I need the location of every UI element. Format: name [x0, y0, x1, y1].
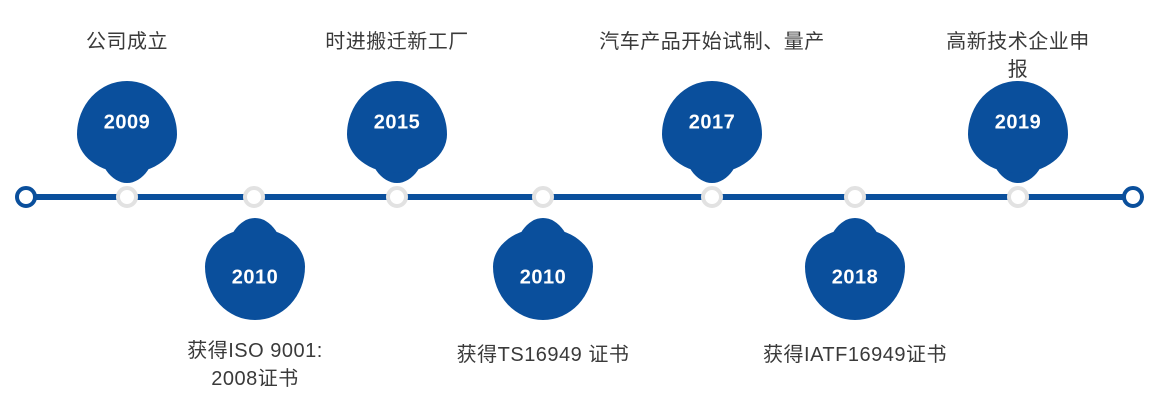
- timeline-tick-node: [243, 186, 265, 208]
- milestone-year: 2017: [688, 111, 736, 134]
- milestone-pin-above[interactable]: 2017: [662, 81, 762, 183]
- milestone-year: 2018: [831, 266, 879, 289]
- timeline-tick-node: [1007, 186, 1029, 208]
- milestone-year: 2015: [373, 111, 421, 134]
- pin-bubble: [205, 228, 305, 320]
- milestone-caption-below: 获得IATF16949证书: [763, 344, 947, 366]
- pin-bubble: [493, 228, 593, 320]
- milestone-year: 2010: [231, 266, 279, 289]
- pin-bubble: [77, 81, 177, 173]
- timeline-end-node: [1122, 186, 1144, 208]
- timeline-tick-node: [532, 186, 554, 208]
- timeline-start-node: [15, 186, 37, 208]
- timeline-axis-line: [26, 194, 1133, 200]
- milestone-caption-below: 获得TS16949 证书: [456, 344, 630, 366]
- timeline-tick-node: [844, 186, 866, 208]
- pin-bubble: [662, 81, 762, 173]
- milestone-pin-below[interactable]: 2010: [205, 218, 305, 320]
- milestone-pin-above[interactable]: 2019: [968, 81, 1068, 183]
- milestone-caption-above: 时进搬迁新工厂: [325, 31, 469, 53]
- milestone-pin-below[interactable]: 2010: [493, 218, 593, 320]
- milestone-caption-above: 公司成立: [86, 31, 168, 53]
- milestone-pin-above[interactable]: 2015: [347, 81, 447, 183]
- pin-bubble: [968, 81, 1068, 173]
- pin-bubble: [347, 81, 447, 173]
- timeline-tick-node: [386, 186, 408, 208]
- pin-bubble: [805, 228, 905, 320]
- milestone-caption-above: 高新技术企业申报: [946, 31, 1090, 81]
- milestone-pin-above[interactable]: 2009: [77, 81, 177, 183]
- milestone-pin-below[interactable]: 2018: [805, 218, 905, 320]
- milestone-year: 2019: [994, 111, 1042, 134]
- milestone-year: 2010: [519, 266, 567, 289]
- milestone-caption-above: 汽车产品开始试制、量产: [599, 31, 825, 53]
- timeline-tick-node: [701, 186, 723, 208]
- milestone-year: 2009: [103, 111, 151, 134]
- milestone-caption-below: 获得ISO 9001: 2008证书: [187, 340, 323, 390]
- timeline-tick-node: [116, 186, 138, 208]
